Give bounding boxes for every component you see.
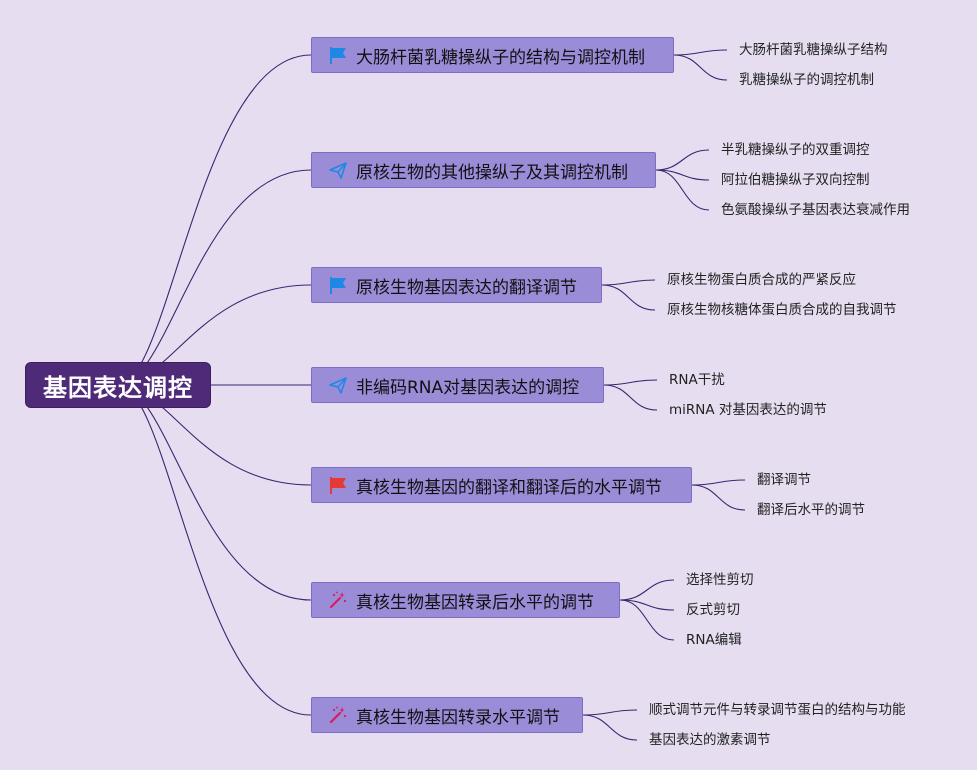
branch-label: 原核生物的其他操纵子及其调控机制 [356, 162, 628, 183]
leaf-node[interactable]: RNA编辑 [686, 632, 742, 648]
branch-leaf-connector [691, 484, 746, 511]
paper-plane-icon [328, 160, 348, 180]
leaf-node[interactable]: 翻译调节 [757, 472, 811, 488]
leaf-node[interactable]: RNA干扰 [669, 372, 725, 388]
branch-label: 真核生物基因转录水平调节 [356, 707, 560, 728]
branch-node[interactable]: 大肠杆菌乳糖操纵子的结构与调控机制 [311, 37, 674, 73]
leaf-node[interactable]: 原核生物蛋白质合成的严紧反应 [667, 272, 856, 288]
leaf-node[interactable]: 半乳糖操纵子的双重调控 [721, 142, 870, 158]
magic-wand-icon [328, 705, 348, 725]
branch-node[interactable]: 真核生物基因的翻译和翻译后的水平调节 [311, 467, 692, 503]
paper-plane-icon [328, 375, 348, 395]
branch-leaf-connector [655, 169, 710, 211]
branch-leaf-connector [603, 379, 658, 386]
leaf-node[interactable]: 大肠杆菌乳糖操纵子结构 [739, 42, 888, 58]
branch-node[interactable]: 真核生物基因转录水平调节 [311, 697, 583, 733]
leaf-node[interactable]: 基因表达的激素调节 [649, 732, 771, 748]
branch-node[interactable]: 真核生物基因转录后水平的调节 [311, 582, 620, 618]
branch-leaf-connector [601, 279, 656, 286]
branch-label: 大肠杆菌乳糖操纵子的结构与调控机制 [356, 47, 645, 68]
leaf-node[interactable]: 顺式调节元件与转录调节蛋白的结构与功能 [649, 702, 906, 718]
leaf-node[interactable]: 阿拉伯糖操纵子双向控制 [721, 172, 870, 188]
branch-leaf-connector [603, 384, 658, 411]
branch-label: 真核生物基因的翻译和翻译后的水平调节 [356, 477, 662, 498]
branch-node[interactable]: 非编码RNA对基因表达的调控 [311, 367, 604, 403]
branch-leaf-connector [582, 714, 638, 741]
branch-leaf-connector [673, 49, 728, 56]
leaf-node[interactable]: 色氨酸操纵子基因表达衰减作用 [721, 202, 910, 218]
leaf-node[interactable]: 翻译后水平的调节 [757, 502, 865, 518]
flag-blue-icon [328, 45, 348, 65]
leaf-node[interactable]: 选择性剪切 [686, 572, 754, 588]
branch-leaf-connector [601, 284, 656, 311]
flag-red-icon [328, 475, 348, 495]
branch-leaf-connector [619, 579, 675, 601]
branch-node[interactable]: 原核生物基因表达的翻译调节 [311, 267, 602, 303]
branch-node[interactable]: 原核生物的其他操纵子及其调控机制 [311, 152, 656, 188]
leaf-node[interactable]: 乳糖操纵子的调控机制 [739, 72, 874, 88]
root-branch-connector [117, 54, 312, 386]
branch-label: 原核生物基因表达的翻译调节 [356, 277, 577, 298]
branch-leaf-connector [582, 709, 638, 716]
branch-leaf-connector [691, 479, 746, 486]
branch-label: 非编码RNA对基因表达的调控 [356, 377, 580, 398]
branch-leaf-connector [673, 54, 728, 81]
root-label: 基因表达调控 [43, 373, 193, 402]
branch-label: 真核生物基因转录后水平的调节 [356, 592, 594, 613]
branch-leaf-connector [655, 149, 710, 171]
flag-blue-icon [328, 275, 348, 295]
leaf-node[interactable]: miRNA 对基因表达的调节 [669, 402, 827, 418]
root-branch-connector [117, 384, 312, 716]
leaf-node[interactable]: 原核生物核糖体蛋白质合成的自我调节 [667, 302, 897, 318]
magic-wand-icon [328, 590, 348, 610]
branch-leaf-connector [619, 599, 675, 641]
leaf-node[interactable]: 反式剪切 [686, 602, 740, 618]
root-node[interactable]: 基因表达调控 [25, 362, 211, 408]
